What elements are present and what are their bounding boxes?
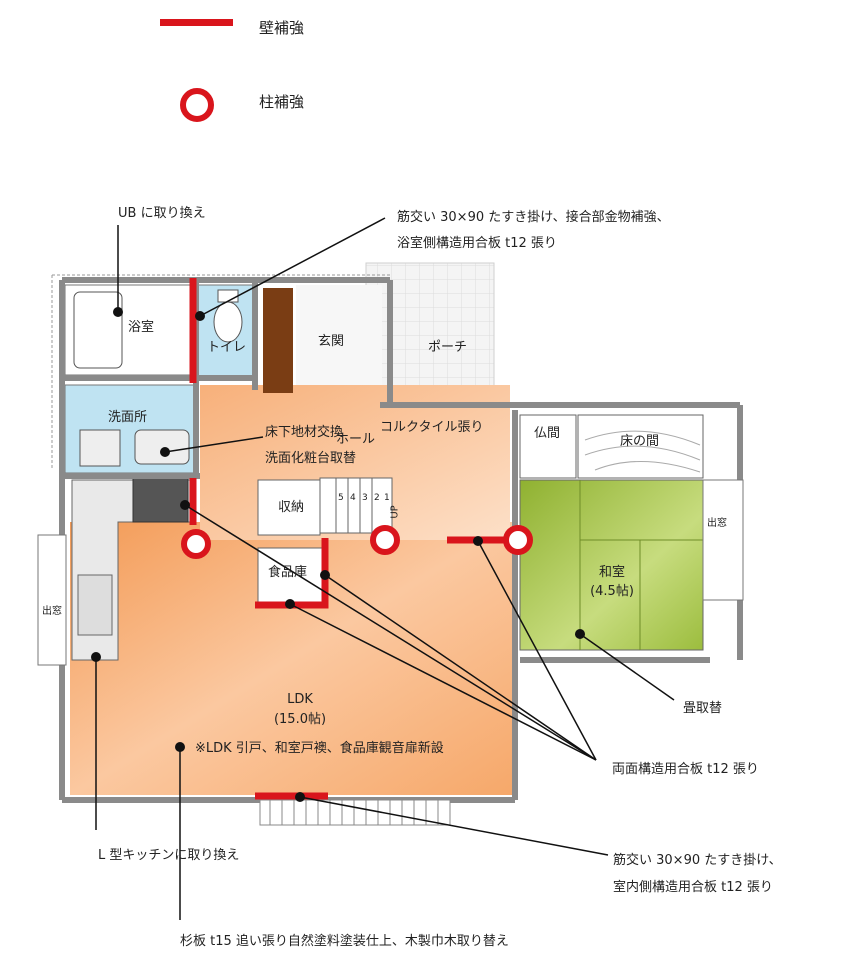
leader-lines xyxy=(95,217,675,920)
room-label-ldk-size: (15.0帖) xyxy=(273,712,327,727)
stair-step-2: 2 xyxy=(374,493,380,503)
note-brace-bath-2: 浴室側構造用合板 t12 張り xyxy=(397,236,557,251)
stair-step-4: 4 xyxy=(350,493,356,503)
stove-icon xyxy=(132,477,189,523)
room-label-toilet: トイレ xyxy=(207,340,247,355)
bathtub-icon xyxy=(73,291,123,369)
sink-icon xyxy=(77,574,113,636)
note-brace-bath-1: 筋交い 30×90 たすき掛け、接合部金物補強、 xyxy=(397,210,670,225)
stair-step-1: 1 xyxy=(384,493,390,503)
room-label-porch: ポーチ xyxy=(428,340,468,355)
note-brace-ldk-2: 室内側構造用合板 t12 張り xyxy=(613,880,773,895)
note-sugi: 杉板 t15 追い張り自然塗料塗装仕上、木製巾木取り替え xyxy=(180,934,509,949)
room-label-washroom: 洗面所 xyxy=(108,410,148,425)
pillar-reinforcement-legend-swatch xyxy=(180,88,214,122)
room-label-storage: 収納 xyxy=(278,500,305,515)
legend-wall-label: 壁補強 xyxy=(259,19,305,37)
room-label-pantry: 食品庫 xyxy=(268,565,308,580)
outline-dashed xyxy=(51,274,390,470)
stairs-up-label: UP xyxy=(389,505,401,519)
note-brace-ldk-1: 筋交い 30×90 たすき掛け、 xyxy=(613,853,782,868)
note-tatami: 畳取替 xyxy=(683,701,723,716)
stair-step-3: 3 xyxy=(362,493,368,503)
wall-reinforcement-legend-swatch xyxy=(160,19,233,26)
room-label-demado-left: 出窓 xyxy=(42,606,62,617)
deck xyxy=(259,799,451,826)
leader-dots xyxy=(91,307,585,802)
note-ldk-doors: ※LDK 引戸、和室戸襖、食品庫観音扉新設 xyxy=(195,741,444,756)
bay-window-left xyxy=(37,534,67,666)
room-label-washitsu-size: (4.5帖) xyxy=(590,584,634,599)
room-label-genkan: 玄関 xyxy=(318,334,345,349)
room-label-washitsu: 和室 xyxy=(598,565,625,580)
note-plywood-both: 両面構造用合板 t12 張り xyxy=(612,762,759,777)
stairs xyxy=(319,477,393,534)
note-ub: UB に取り換え xyxy=(118,206,206,221)
room-label-ldk: LDK xyxy=(287,692,313,707)
room-label-demado-right: 出窓 xyxy=(707,518,727,529)
toilet-icon xyxy=(213,301,243,343)
pillar-reinforcements xyxy=(181,525,533,559)
room-label-bath: 浴室 xyxy=(128,320,155,335)
storage-floor xyxy=(257,479,321,536)
note-vanity: 洗面化粧台取替 xyxy=(265,451,357,466)
porch-area xyxy=(365,262,495,406)
washitsu-floor xyxy=(519,479,704,651)
room-label-butsuma: 仏間 xyxy=(534,426,561,441)
washer-icon xyxy=(79,429,121,467)
room-label-hall: ホール xyxy=(336,432,376,447)
butsuma-floor xyxy=(519,414,577,479)
wood-panel xyxy=(263,288,293,393)
vanity-icon xyxy=(134,429,190,465)
note-floor-sub: 床下地材交換 xyxy=(265,425,344,440)
legend-pillar-label: 柱補強 xyxy=(259,93,305,111)
note-kitchen: L 型キッチンに取り換え xyxy=(98,848,240,863)
note-cork: コルクタイル張り xyxy=(380,420,484,435)
room-label-tokonoma: 床の間 xyxy=(620,434,660,449)
bay-window-right xyxy=(702,479,744,601)
stair-step-5: 5 xyxy=(338,493,344,503)
